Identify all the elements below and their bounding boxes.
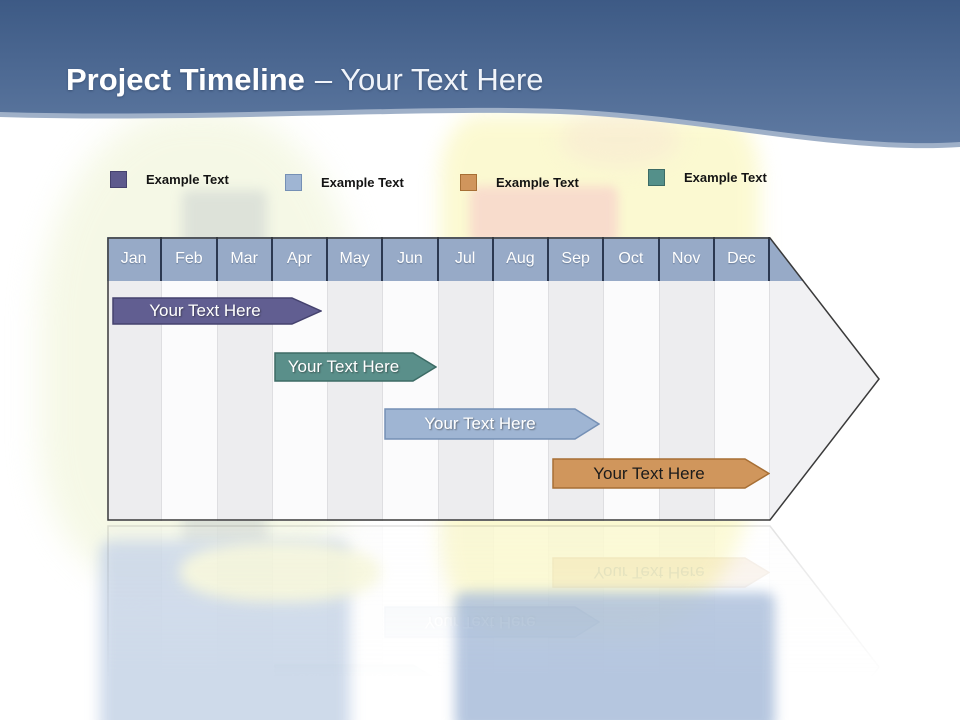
timeline-chart: Jan Feb Mar Apr May Jun Jul Aug Sep Oct …: [107, 237, 882, 523]
bar-label: Your Text Here: [149, 301, 261, 320]
photo-pink-book: [470, 186, 618, 244]
bar-arrow-shape: [384, 408, 600, 440]
legend-label: Example Text: [684, 170, 767, 185]
legend-label: Example Text: [496, 175, 579, 190]
timeline-bar[interactable]: Your Text Here: [274, 352, 437, 382]
legend-swatch-icon: [460, 174, 477, 191]
bar-label: Your Text Here: [593, 463, 705, 483]
legend-swatch-icon: [110, 171, 127, 188]
timeline-bar[interactable]: Your Text Here: [112, 297, 322, 325]
timeline-bar[interactable]: Your Text Here: [552, 458, 770, 489]
legend-item[interactable]: Example Text: [285, 174, 404, 191]
bar-arrow-shape: [112, 297, 322, 325]
timeline-bar[interactable]: Your Text Here: [384, 408, 600, 440]
legend-label: Example Text: [321, 175, 404, 190]
legend-swatch-icon: [285, 174, 302, 191]
legend-item[interactable]: Example Text: [110, 171, 229, 188]
legend-item[interactable]: Example Text: [460, 174, 579, 191]
bar-label: Your Text Here: [424, 414, 536, 433]
photo-right-jeans: [455, 592, 775, 720]
legend-swatch-icon: [648, 169, 665, 186]
bar-arrow-shape: [552, 458, 770, 489]
legend-label: Example Text: [146, 172, 229, 187]
bar-label: Your Text Here: [287, 357, 400, 376]
bar-arrow-shape: [274, 352, 437, 382]
photo-left-shirt-tail: [180, 542, 380, 602]
legend-item[interactable]: Example Text: [648, 169, 767, 186]
